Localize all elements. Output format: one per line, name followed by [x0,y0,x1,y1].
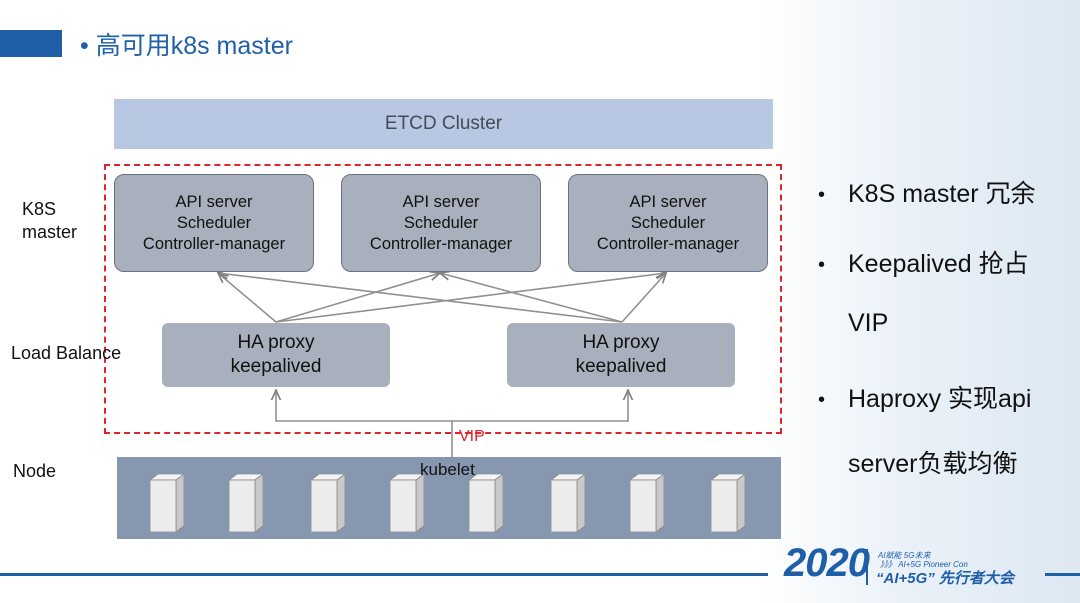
bullet-dot: • [818,253,826,276]
bullet-text: Haproxy 实现api [848,385,1032,413]
bullet-item-3: • Haproxy 实现api [818,379,1031,415]
master-controller-manager: Controller-manager [369,234,513,253]
bullet-dot: • [818,183,826,206]
k8s-master-ha-boundary [104,164,782,434]
server-icon [390,474,424,532]
footer-conference-name: “AI+5G” 先行者大会 [876,570,1014,587]
connector-ha1-master3 [275,273,666,323]
server-icon [469,474,503,532]
footer-line [1045,573,1080,576]
server-icon [311,474,345,532]
load-balance-label: Load Balance [11,343,122,363]
connector-ha2-master1 [218,273,623,323]
k8s-master-label-line2: master [22,222,78,242]
master-node-2: API server Scheduler Controller-manager [341,174,541,272]
master-controller-manager: Controller-manager [142,234,286,253]
master-api-server: API server [629,192,707,211]
connector-ha1-master2 [275,273,440,323]
keepalived-label: keepalived [575,356,667,377]
bullet-item-2-cont: VIP [848,309,889,337]
bullet-dot: • [818,388,826,411]
footer-year-logo: 2020 [784,541,870,585]
connector-vip-ha2 [452,390,628,422]
bullet-text: K8S master 冗余 [848,180,1036,208]
background-gradient [760,0,1080,603]
haproxy-node-2: HA proxy keepalived [507,323,735,387]
master-node-1: API server Scheduler Controller-manager [114,174,314,272]
master-controller-manager: Controller-manager [596,234,740,253]
server-icon [630,474,664,532]
title-accent-bar [0,30,62,57]
server-icon [711,474,745,532]
haproxy-node-1: HA proxy keepalived [162,323,390,387]
master-api-server: API server [402,192,480,211]
bullet-item-3-cont: server负载均衡 [848,450,1018,478]
connector-vip-ha1 [276,390,453,458]
kubelet-label: kubelet [420,460,475,479]
vip-label: VIP [459,428,485,445]
master-scheduler: Scheduler [403,213,479,232]
bullet-item-2: • Keepalived 抢占 [818,244,1029,280]
page-title: • 高可用k8s master [80,32,293,60]
server-icon [150,474,184,532]
connector-ha1-master1 [218,273,277,323]
server-icon [551,474,585,532]
k8s-master-label-line1: K8S [22,199,57,219]
footer-slogan-small: AI赋能 5G未来 [878,551,931,560]
node-label: Node [13,461,57,481]
connector-ha2-master3 [621,273,666,323]
master-scheduler: Scheduler [176,213,252,232]
footer-conference-en: 》》》 AI+5G Pioneer Con [880,560,968,569]
bullet-text: Keepalived 抢占 [848,250,1029,278]
connector-ha2-master2 [440,273,623,323]
keepalived-label: keepalived [230,356,322,377]
server-icon [229,474,263,532]
master-scheduler: Scheduler [630,213,706,232]
master-node-3: API server Scheduler Controller-manager [568,174,768,272]
haproxy-label: HA proxy [582,332,660,353]
haproxy-label: HA proxy [237,332,315,353]
etcd-cluster-box: ETCD Cluster [114,99,773,149]
footer-divider [866,549,868,585]
footer-line [0,573,768,576]
node-bar [117,457,781,539]
master-api-server: API server [175,192,253,211]
bullet-item-1: • K8S master 冗余 [818,174,1036,210]
